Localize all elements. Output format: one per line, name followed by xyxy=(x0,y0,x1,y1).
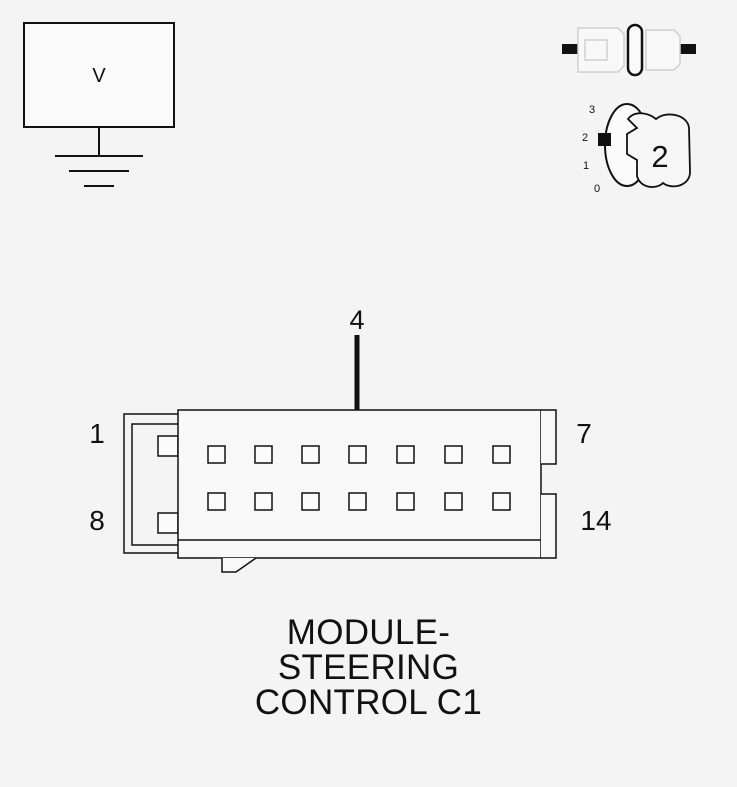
voltmeter-symbol: V xyxy=(92,65,106,87)
pin-6 xyxy=(444,445,463,464)
key-position-0: 0 xyxy=(594,183,600,195)
voltmeter: V xyxy=(23,22,175,187)
connector-caption: MODULE- STEERING CONTROL C1 xyxy=(0,615,737,720)
pin-label-8: 8 xyxy=(89,505,105,536)
disconnected-connector-icon xyxy=(562,23,696,77)
pin-1 xyxy=(207,445,226,464)
ignition-key: 3 2 1 0 2 xyxy=(582,103,691,195)
caption-line-1: MODULE- xyxy=(286,613,451,652)
pin-14 xyxy=(492,492,511,511)
pin-3 xyxy=(301,445,320,464)
ground-icon xyxy=(55,127,143,187)
pin-7 xyxy=(492,445,511,464)
pin-5 xyxy=(396,445,415,464)
pin-cavities xyxy=(207,445,511,511)
pin-label-1: 1 xyxy=(89,418,105,449)
connector-c1 xyxy=(123,409,557,573)
pin-4 xyxy=(348,445,367,464)
key-position-3: 3 xyxy=(589,104,595,116)
pin-label-14: 14 xyxy=(580,505,611,536)
probe-pin-label: 4 xyxy=(349,305,364,335)
key-position-marker xyxy=(598,133,611,146)
pin-13 xyxy=(444,492,463,511)
key-position-2: 2 xyxy=(582,132,588,144)
pin-2 xyxy=(254,445,273,464)
caption-line-2: STEERING xyxy=(277,648,460,687)
pin-10 xyxy=(301,492,320,511)
caption-line-3: CONTROL C1 xyxy=(254,683,483,722)
pin-label-7: 7 xyxy=(576,418,592,449)
key-head xyxy=(626,112,691,188)
pin-9 xyxy=(254,492,273,511)
key-position-1: 1 xyxy=(583,160,589,172)
key-position-label: 2 xyxy=(651,139,668,174)
pin-11 xyxy=(348,492,367,511)
pin-8 xyxy=(207,492,226,511)
connector-housing xyxy=(177,409,542,559)
pin-12 xyxy=(396,492,415,511)
voltmeter-box xyxy=(23,22,175,128)
